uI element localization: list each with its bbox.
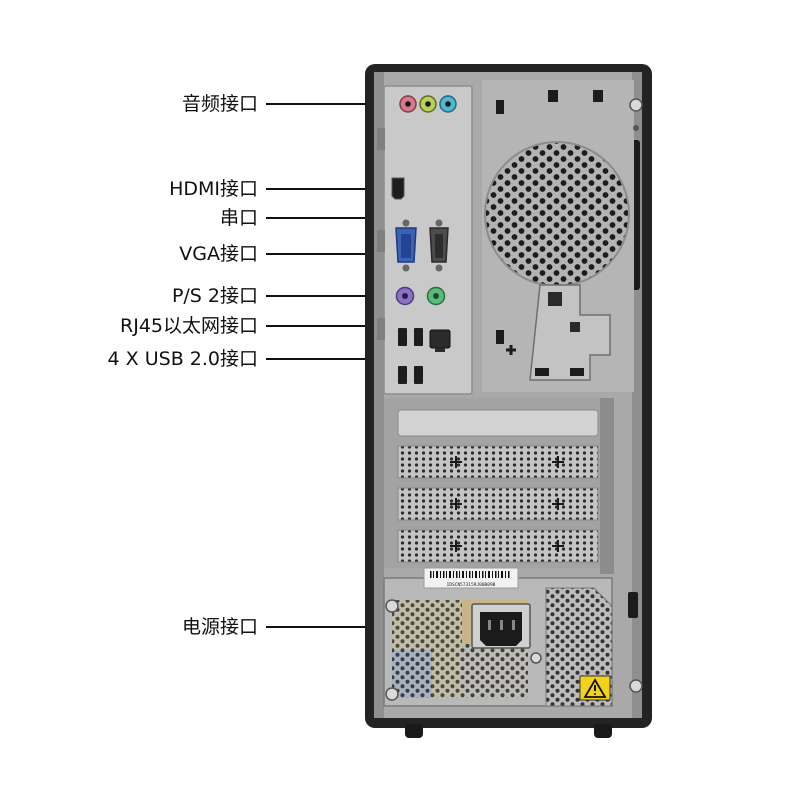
case-side-rail-left (374, 72, 384, 718)
audio-jacks (399, 95, 457, 113)
rj45-port (429, 329, 451, 352)
cutout (548, 90, 558, 102)
cutout (593, 90, 603, 102)
label-rj45: RJ45以太网接口 (120, 315, 258, 337)
psu-vent-left (392, 600, 462, 698)
serial-port (429, 219, 449, 272)
vga-port (395, 219, 417, 272)
screw (633, 125, 639, 131)
usb-ports (398, 328, 423, 384)
case-side-rail-right (632, 72, 642, 718)
label-power: 电源接口 (181, 616, 258, 638)
ps2-ports (395, 286, 446, 306)
power-connector (471, 603, 531, 649)
warning-label (579, 675, 611, 701)
case-foot-left (405, 724, 423, 738)
cutout (496, 330, 504, 344)
screw (629, 679, 643, 693)
io-clip (377, 318, 385, 340)
slot-cover (397, 487, 599, 521)
screw (629, 98, 643, 112)
cutout (496, 100, 504, 114)
hdmi-port (391, 177, 405, 200)
fan-grille-area (482, 80, 643, 392)
label-audio: 音频接口 (181, 93, 258, 115)
slot-cover (397, 529, 599, 563)
io-shield (377, 85, 473, 395)
slot-cover (397, 445, 599, 479)
barcode-text: IDSCN57315RJ00B09B (447, 582, 496, 588)
psu-vent-center (462, 644, 528, 698)
side-latch (628, 592, 638, 618)
slot-bracket-top (397, 409, 599, 437)
barcode (430, 571, 510, 578)
case-foot-right (594, 724, 612, 738)
io-clip (377, 128, 385, 150)
barcode-label (423, 567, 519, 589)
label-serial: 串口 (219, 207, 258, 229)
io-clip (377, 230, 385, 252)
screw (530, 652, 542, 664)
label-ps2: P/S 2接口 (171, 285, 258, 307)
fan-grille (484, 141, 630, 287)
label-vga: VGA接口 (179, 243, 258, 265)
label-usb: 4 X USB 2.0接口 (107, 348, 258, 370)
bracket-cutout (529, 284, 611, 381)
psu: IDSCN57315RJ00B09B (383, 567, 643, 707)
screw (385, 599, 399, 613)
screw (385, 687, 399, 701)
expansion-slots (384, 398, 638, 618)
plus-cutout (506, 345, 516, 355)
label-hdmi: HDMI接口 (169, 178, 258, 200)
slot-retainer (600, 398, 614, 574)
